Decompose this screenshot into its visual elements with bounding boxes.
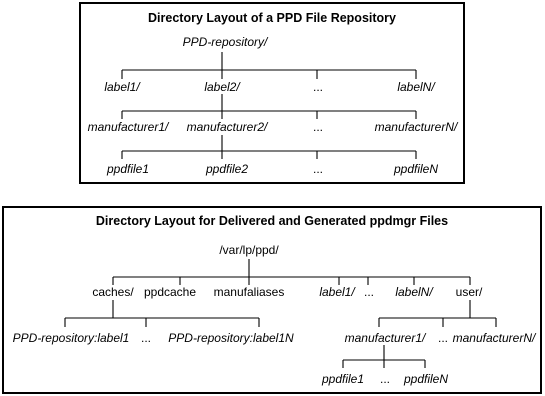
- ppdmgr-files-frame: [2, 206, 542, 394]
- ppdmgr-caches-node: caches/: [92, 285, 134, 299]
- ppdmgr-user-ppdfile-ellipsis: ...: [380, 372, 390, 386]
- ppdmgr-user-node: user/: [456, 285, 483, 299]
- ppdmgr-label-node: labelN/: [395, 285, 434, 299]
- repo-ppdfile-ellipsis: ...: [313, 162, 323, 176]
- ppdmgr-user-manufacturer-node: manufacturer1/: [345, 331, 427, 345]
- ppdmgr-cache-file-ellipsis: ...: [141, 331, 151, 345]
- ppd-repository-root: PPD-repository/: [183, 35, 269, 49]
- ppdmgr-user-manufacturer-ellipsis: ...: [438, 331, 448, 345]
- ppdmgr-ppdcache-node: ppdcache: [144, 285, 196, 299]
- repo-ppdfile-node: ppdfile2: [205, 162, 248, 176]
- ppdmgr-files-title: Directory Layout for Delivered and Gener…: [96, 214, 448, 228]
- repo-ppdfile-node: ppdfileN: [393, 162, 438, 176]
- ppdmgr-cache-file-node: PPD-repository:label1: [13, 331, 130, 345]
- repo-manufacturer-node: manufacturerN/: [375, 120, 459, 134]
- repo-manufacturer-node: manufacturer1/: [88, 120, 170, 134]
- ppd-repository-diagram: Directory Layout of a PPD File Repositor…: [79, 2, 465, 184]
- repo-manufacturer-ellipsis: ...: [313, 120, 323, 134]
- repo-label-node: label1/: [104, 80, 141, 94]
- ppdmgr-root: /var/lp/ppd/: [219, 243, 279, 257]
- ppdmgr-user-ppdfile-node: ppdfileN: [403, 372, 448, 386]
- repo-label-ellipsis: ...: [313, 80, 323, 94]
- repo-label-node: label2/: [204, 80, 241, 94]
- ppdmgr-label-node: label1/: [319, 285, 356, 299]
- ppdmgr-user-manufacturer-node: manufacturerN/: [453, 331, 537, 345]
- ppd-repository-connectors: [121, 52, 417, 159]
- repo-ppdfile-node: ppdfile1: [106, 162, 149, 176]
- ppd-repository-frame: [79, 2, 465, 184]
- ppdmgr-manufaliases-node: manufaliases: [214, 285, 285, 299]
- ppdmgr-user-ppdfile-node: ppdfile1: [321, 372, 364, 386]
- ppdmgr-connectors: [64, 259, 497, 368]
- ppdmgr-cache-file-node: PPD-repository:label1N: [168, 331, 294, 345]
- repo-label-node: labelN/: [397, 80, 436, 94]
- ppdmgr-files-diagram: Directory Layout for Delivered and Gener…: [2, 206, 542, 394]
- ppd-repository-title: Directory Layout of a PPD File Repositor…: [148, 11, 396, 25]
- repo-manufacturer-node: manufacturer2/: [187, 120, 269, 134]
- ppdmgr-label-ellipsis: ...: [364, 285, 374, 299]
